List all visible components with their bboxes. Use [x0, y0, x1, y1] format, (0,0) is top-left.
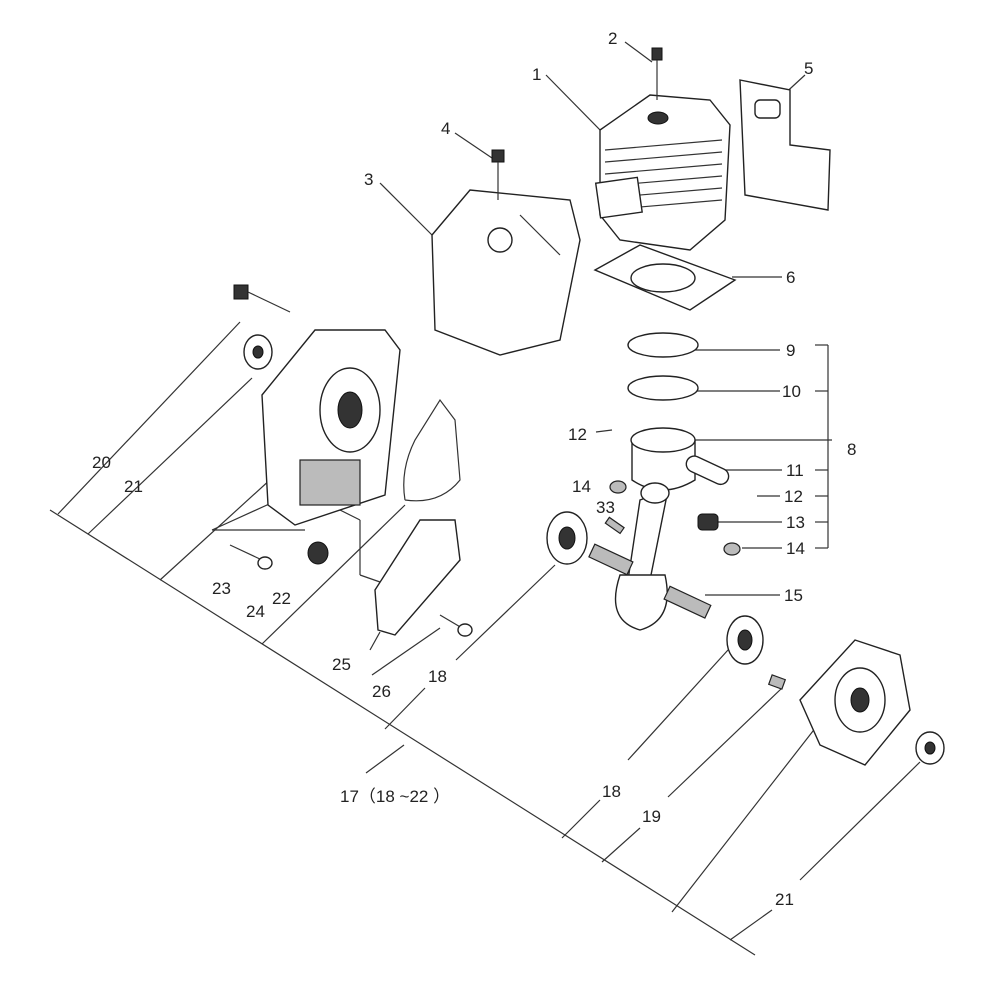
label-19: 19 — [642, 807, 661, 826]
label-25: 25 — [332, 655, 351, 674]
part-washers — [609, 480, 741, 556]
label-20: 20 — [92, 453, 111, 472]
label-24: 24 — [246, 602, 265, 621]
part-crankcase-left — [261, 329, 401, 526]
part-cover-25 — [374, 519, 461, 636]
label-12-left: 12 — [568, 425, 587, 444]
part-gasket-6 — [593, 244, 737, 311]
part-gasket-5 — [739, 79, 831, 211]
part-bolt-2 — [651, 47, 663, 100]
part-seal-21a — [243, 334, 273, 370]
label-10: 10 — [782, 382, 801, 401]
label-6: 6 — [786, 268, 795, 287]
part-screw-26 — [439, 614, 473, 637]
label-26: 26 — [372, 682, 391, 701]
label-15: 15 — [784, 586, 803, 605]
part-piston-pin — [685, 455, 730, 486]
part-crankshaft — [588, 482, 712, 631]
label-9: 9 — [786, 341, 795, 360]
part-needle-bearing — [697, 513, 719, 531]
part-key-33 — [604, 516, 625, 535]
part-damper-24 — [307, 541, 329, 565]
label-14-right: 14 — [786, 539, 805, 558]
part-bearing-18b — [726, 615, 764, 665]
label-11: 11 — [786, 461, 804, 480]
part-piston — [630, 427, 696, 491]
part-screw-23 — [229, 544, 273, 570]
part-bearing-18a — [546, 511, 588, 565]
label-5: 5 — [804, 59, 813, 78]
label-2: 2 — [608, 29, 617, 48]
label-13: 13 — [786, 513, 805, 532]
label-17: 17（18 ~22 ） — [340, 787, 450, 806]
label-8: 8 — [847, 440, 856, 459]
part-cylinder — [594, 94, 731, 251]
label-1: 1 — [532, 65, 541, 84]
label-21-left: 21 — [124, 477, 143, 496]
label-22: 22 — [272, 589, 291, 608]
label-23: 23 — [212, 579, 231, 598]
label-21-right: 21 — [775, 890, 794, 909]
label-12-right: 12 — [784, 487, 803, 506]
label-14-left: 14 — [572, 477, 591, 496]
assembly-main-line — [49, 509, 756, 956]
part-piston-rings — [627, 332, 699, 401]
label-4: 4 — [441, 119, 450, 138]
part-crankcase-right — [799, 639, 911, 766]
part-heat-shield — [431, 189, 581, 356]
label-33: 33 — [596, 498, 615, 517]
label-18-left: 18 — [428, 667, 447, 686]
label-18-right: 18 — [602, 782, 621, 801]
leader-lines — [57, 41, 921, 941]
part-bolt-20 — [233, 284, 291, 313]
label-3: 3 — [364, 170, 373, 189]
part-seal-21b — [915, 731, 945, 765]
part-labels: 1 2 3 4 5 6 8 9 10 11 12 12 13 14 14 15 … — [92, 29, 856, 909]
part-gasket-22 — [403, 398, 461, 502]
part-pin-19 — [767, 674, 787, 690]
part-bolt-4 — [491, 149, 505, 200]
